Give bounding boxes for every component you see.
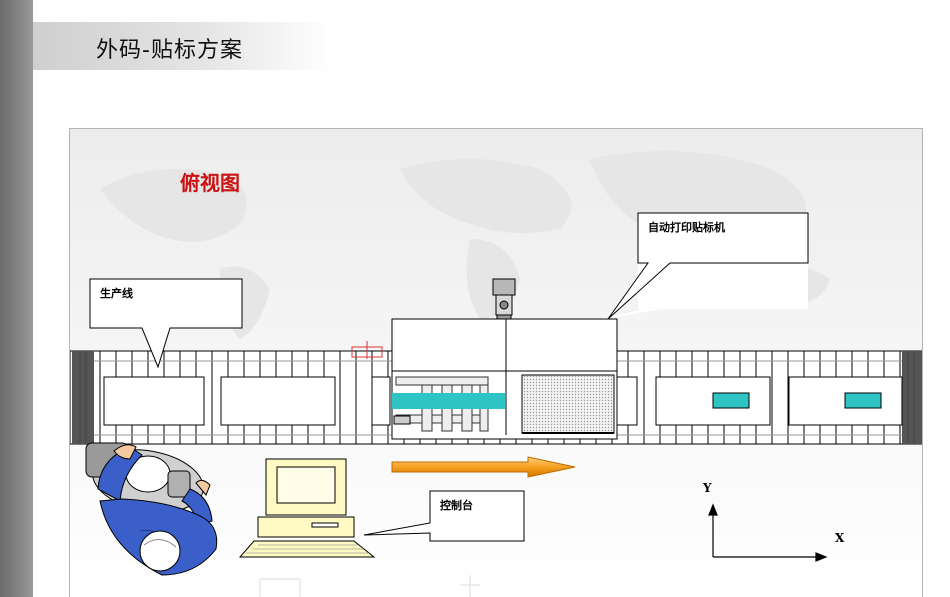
- console-computer: [238, 458, 376, 558]
- label-console: 控制台: [440, 499, 473, 512]
- x-axis-label: X: [835, 531, 845, 545]
- view-title: 俯视图: [180, 171, 240, 195]
- xy-axes: [708, 503, 828, 562]
- slide-title: 外码-贴标方案: [96, 38, 243, 63]
- diagram-frame: 俯视图 自动打印贴标机 生产线 控制台 Y X: [69, 128, 923, 597]
- slide-left-bar: [0, 0, 33, 597]
- applied-label-2: [844, 392, 882, 409]
- labeling-machine: [351, 278, 618, 440]
- y-axis-label: Y: [703, 481, 712, 495]
- callout-console: [363, 490, 525, 542]
- callout-auto-print-label-machine: [602, 212, 809, 320]
- conveyor-end-roller-right: [902, 351, 922, 444]
- label-production-line: 生产线: [100, 287, 133, 300]
- callout-production-line: [89, 278, 243, 369]
- flow-direction-arrow: [391, 456, 576, 478]
- carton-box-3: [371, 376, 391, 426]
- worker-figure: [85, 442, 218, 576]
- top-view-diagram: [70, 129, 922, 597]
- print-module: [521, 374, 615, 434]
- carton-box-1: [103, 376, 205, 426]
- carton-box-2: [220, 376, 336, 426]
- bottom-watermark: [259, 575, 480, 597]
- machine-motor: [492, 278, 516, 296]
- conveyor-end-roller-left: [72, 351, 94, 444]
- label-feed-strip: [392, 393, 505, 409]
- title-band: [33, 22, 333, 70]
- label-auto-print-label-machine: 自动打印贴标机: [648, 221, 725, 234]
- applied-label-1: [712, 392, 750, 409]
